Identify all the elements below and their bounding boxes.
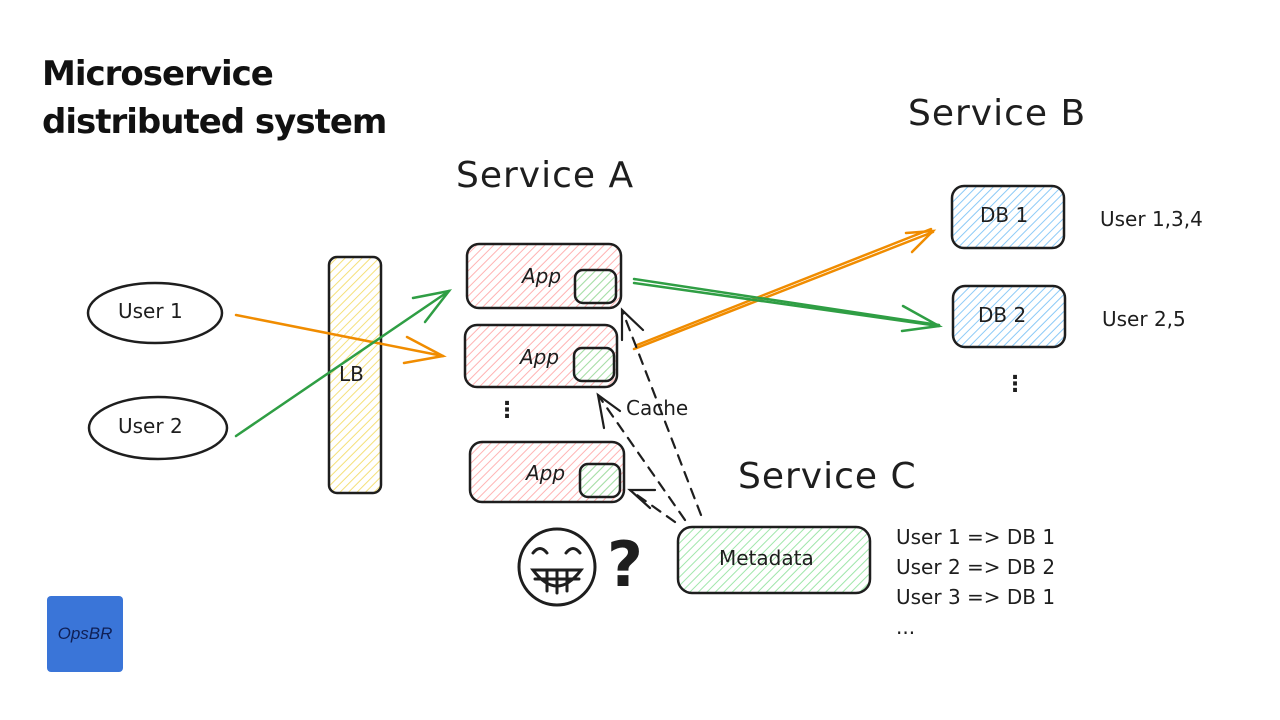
arrow-user2-to-app1: [234, 289, 453, 438]
lb-label: LB: [339, 362, 364, 386]
app3-label: App: [526, 461, 566, 485]
title-line-1: Microservice: [42, 54, 274, 94]
grinning-face-icon: [517, 527, 597, 607]
service-a-label: Service A: [456, 155, 635, 196]
service-c-label: Service C: [738, 456, 917, 497]
db2-users: User 2,5: [1102, 307, 1186, 331]
user2-node: [87, 395, 229, 461]
title-line-2: distributed system: [42, 102, 387, 142]
db1-label: DB 1: [980, 203, 1029, 227]
db-ellipsis: ⋮: [1004, 372, 1026, 397]
user1-label: User 1: [118, 299, 183, 323]
page-title: Microservice distributed system: [42, 50, 387, 146]
arrow-app2-to-db1: [632, 227, 937, 351]
arrowhead-app2: [596, 392, 622, 430]
mapping-item: User 2 => DB 2: [896, 555, 1056, 579]
mapping-list: User 1 => DB 1 User 2 => DB 2 User 3 => …: [896, 522, 1055, 642]
arrowhead-app3: [627, 488, 657, 510]
db1-users: User 1,3,4: [1100, 207, 1203, 231]
app1-label: App: [522, 264, 562, 288]
user1-node: [86, 281, 224, 345]
mapping-item: User 3 => DB 1: [896, 585, 1056, 609]
metadata-node: [676, 525, 872, 595]
app2-label: App: [520, 345, 560, 369]
arrow-metadata-to-app1: [620, 308, 703, 517]
arrow-metadata-to-app2: [596, 393, 687, 522]
opsbr-logo: OpsBR: [47, 596, 123, 672]
db1-node: [950, 184, 1066, 250]
arrowhead-app1: [620, 307, 645, 342]
metadata-label: Metadata: [719, 546, 814, 570]
app-ellipsis: ⋮: [496, 398, 518, 423]
arrow-user1-to-app2: [234, 313, 447, 365]
mapping-item: User 1 => DB 1: [896, 525, 1056, 549]
logo-text: OpsBR: [57, 624, 113, 643]
app-cache-2: [572, 346, 616, 383]
mapping-item: ...: [896, 615, 916, 639]
service-b-label: Service B: [908, 93, 1087, 134]
question-mark: ?: [607, 528, 643, 601]
arrow-app1-to-db2: [632, 277, 943, 333]
user2-label: User 2: [118, 414, 183, 438]
lb-node: [327, 255, 383, 495]
db2-label: DB 2: [978, 303, 1027, 327]
app-cache-1: [573, 268, 618, 305]
app-cache-3: [578, 462, 622, 499]
db2-node: [951, 284, 1067, 349]
cache-label: Cache: [626, 396, 689, 420]
